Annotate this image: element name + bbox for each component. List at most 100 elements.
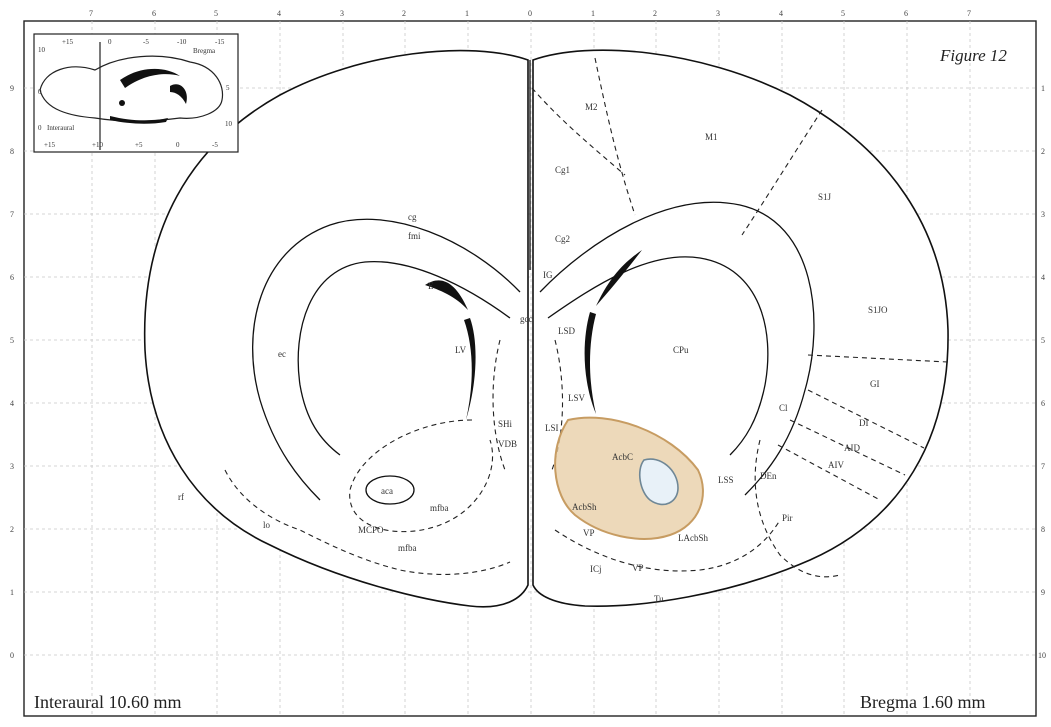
- top-tick: 7: [89, 9, 93, 18]
- top-tick: 7: [967, 9, 971, 18]
- label-LV: LV: [455, 345, 467, 355]
- inset-side-tick: 0: [38, 88, 42, 96]
- left-tick: 4: [10, 399, 14, 408]
- inset-bottom-tick: 0: [176, 141, 180, 149]
- label-GI: GI: [870, 379, 880, 389]
- top-tick: 2: [653, 9, 657, 18]
- left-tick: 6: [10, 273, 14, 282]
- right-tick: 6: [1041, 399, 1045, 408]
- label-gcc: gcc: [520, 314, 533, 324]
- top-tick: 6: [152, 9, 156, 18]
- label-LAcbSh: LAcbSh: [678, 533, 708, 543]
- left-tick: 2: [10, 525, 14, 534]
- label-mfba-2: mfba: [398, 543, 417, 553]
- left-tick: 0: [10, 651, 14, 660]
- left-tick: 7: [10, 210, 14, 219]
- left-tick: 5: [10, 336, 14, 345]
- right-tick-labels: 1 2 3 4 5 6 7 8 9 10: [1038, 84, 1046, 660]
- top-tick: 0: [528, 9, 532, 18]
- left-tick-labels: 9 8 7 6 5 4 3 2 1 0: [10, 84, 14, 660]
- inset-interaural-zero: 0: [38, 124, 42, 132]
- right-tick: 1: [1041, 84, 1045, 93]
- inset-bottom-tick: +10: [92, 141, 103, 149]
- left-tick: 8: [10, 147, 14, 156]
- brain-section: M2 M1 Cg1 Cg2 S1J S1JO IG cg fmi E gcc L…: [145, 50, 948, 607]
- inset-top-tick: -10: [177, 38, 187, 46]
- label-VDB: VDB: [498, 439, 517, 449]
- label-M1: M1: [705, 132, 718, 142]
- top-tick: 1: [465, 9, 469, 18]
- label-VP-2: VP: [632, 563, 644, 573]
- top-tick: 6: [904, 9, 908, 18]
- label-AIV: AIV: [828, 460, 844, 470]
- top-tick: 1: [591, 9, 595, 18]
- inset-side-tick: 10: [38, 46, 46, 54]
- inset-top-tick: -15: [215, 38, 225, 46]
- label-aca: aca: [381, 486, 393, 496]
- label-Cl: Cl: [779, 403, 788, 413]
- label-AcbSh: AcbSh: [572, 502, 597, 512]
- label-LSV: LSV: [568, 393, 586, 403]
- label-M2: M2: [585, 102, 598, 112]
- left-tick: 9: [10, 84, 14, 93]
- label-cg: cg: [408, 212, 417, 222]
- label-Tu: Tu: [654, 594, 664, 604]
- label-VP: VP: [583, 528, 595, 538]
- label-Cg2: Cg2: [555, 234, 570, 244]
- top-tick: 4: [779, 9, 783, 18]
- top-tick: 5: [841, 9, 845, 18]
- label-DI: DI: [859, 418, 869, 428]
- label-Cg1: Cg1: [555, 165, 570, 175]
- inset-bottom-tick: -5: [212, 141, 218, 149]
- top-tick: 3: [716, 9, 720, 18]
- label-lo: lo: [263, 520, 271, 530]
- label-ec: ec: [278, 349, 286, 359]
- label-rf: rf: [178, 492, 184, 502]
- label-ICj: ICj: [590, 564, 602, 574]
- right-tick: 4: [1041, 273, 1045, 282]
- label-LSD: LSD: [558, 326, 576, 336]
- label-mfba: mfba: [430, 503, 449, 513]
- inset-top-tick: 0: [108, 38, 112, 46]
- inset-bregma-label: Bregma: [193, 47, 216, 55]
- label-S1J: S1J: [818, 192, 832, 202]
- label-LSS: LSS: [718, 475, 734, 485]
- label-DEn: DEn: [760, 471, 777, 481]
- label-E: E: [428, 281, 434, 291]
- label-AcbC: AcbC: [612, 452, 633, 462]
- inset-top-tick: +15: [62, 38, 73, 46]
- inset-bottom-tick: +15: [44, 141, 55, 149]
- right-tick: 2: [1041, 147, 1045, 156]
- top-tick: 5: [214, 9, 218, 18]
- inset-bottom-tick: +5: [135, 141, 143, 149]
- label-LSI: LSI: [545, 423, 559, 433]
- label-AID: AID: [844, 443, 860, 453]
- inset-side-tick: 10: [225, 120, 233, 128]
- left-tick: 3: [10, 462, 14, 471]
- label-S1JO: S1JO: [868, 305, 888, 315]
- label-fmi: fmi: [408, 231, 421, 241]
- left-tick: 1: [10, 588, 14, 597]
- figure-title: Figure 12: [939, 46, 1007, 65]
- right-tick: 3: [1041, 210, 1045, 219]
- inset-interaural-label: Interaural: [47, 124, 74, 132]
- right-tick: 8: [1041, 525, 1045, 534]
- label-IG: IG: [543, 270, 553, 280]
- right-tick: 5: [1041, 336, 1045, 345]
- label-Pir: Pir: [782, 513, 793, 523]
- interaural-coordinate: Interaural 10.60 mm: [34, 692, 181, 712]
- bregma-coordinate: Bregma 1.60 mm: [860, 692, 985, 712]
- top-tick-labels: 7 6 5 4 3 2 1 0 1 2 3 4 5 6 7: [89, 9, 971, 18]
- top-tick: 4: [277, 9, 281, 18]
- inset-top-tick: -5: [143, 38, 149, 46]
- label-MCPO: MCPO: [358, 525, 384, 535]
- right-tick: 9: [1041, 588, 1045, 597]
- sagittal-inset: +15 0 -5 -10 -15 Bregma 10 0 5 10 0 Inte…: [34, 34, 238, 152]
- top-tick: 3: [340, 9, 344, 18]
- inset-nucleus: [119, 100, 125, 106]
- top-tick: 2: [402, 9, 406, 18]
- label-CPu: CPu: [673, 345, 689, 355]
- inset-side-tick: 5: [226, 84, 230, 92]
- right-tick: 7: [1041, 462, 1045, 471]
